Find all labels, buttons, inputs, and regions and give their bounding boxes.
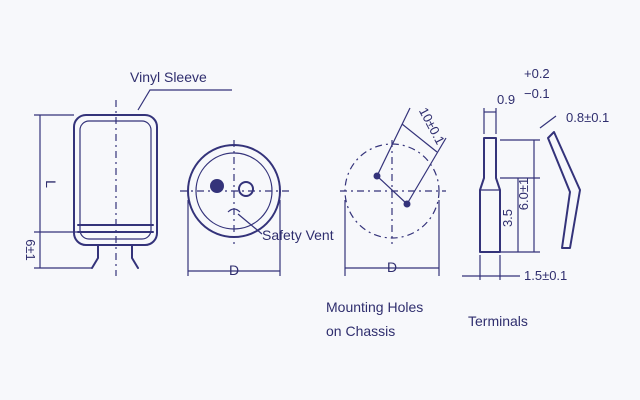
hole-spacing-label: 10±0.1 (416, 105, 448, 147)
terminal-width-label: 0.9 (497, 92, 515, 107)
lead-spacing-label: 6±1 (23, 239, 38, 261)
mounting-label-line2: on Chassis (326, 323, 395, 339)
t-leader (539, 115, 557, 129)
hole-ext-1 (376, 107, 411, 177)
mounting-label-line1: Mounting Holes (326, 299, 423, 315)
terminal-base-label: 1.5±0.1 (524, 268, 567, 283)
terminals-view: 0.9 +0.2 −0.1 0.8±0.1 6.0±1 3.5 1.5±0.1 … (462, 66, 609, 329)
terminal-negative-dot (210, 179, 224, 193)
terminal-step-label: 3.5 (500, 209, 515, 227)
safety-vent-label: Safety Vent (262, 227, 334, 243)
terminals-label: Terminals (468, 313, 528, 329)
hole-dim-line (401, 123, 438, 153)
terminal-side (547, 131, 581, 249)
lead-right (131, 244, 139, 269)
vinyl-sleeve-label: Vinyl Sleeve (130, 69, 207, 85)
hole-ext-2 (406, 137, 447, 205)
diameter-front-label: D (229, 262, 239, 278)
terminal-length-label: 6.0±1 (516, 178, 531, 210)
terminal-tol-minus: −0.1 (524, 86, 550, 101)
capacitor-body (73, 114, 158, 246)
terminal-front (479, 137, 501, 253)
length-label: L (43, 180, 59, 188)
hole-connect-line (376, 175, 408, 205)
capacitor-side-view: L 6±1 Vinyl Sleeve (23, 69, 232, 276)
capacitor-end-view: D Safety Vent (180, 140, 334, 278)
vinyl-sleeve-leader (137, 89, 232, 111)
diameter-holes-label: D (387, 259, 397, 275)
mounting-holes-view: 10±0.1 D Mounting Holes on Chassis (326, 105, 448, 339)
terminal-tol-plus: +0.2 (524, 66, 550, 81)
safety-vent-leader (237, 213, 263, 235)
terminal-positive-ring (238, 181, 254, 197)
terminal-thickness-label: 0.8±0.1 (566, 110, 609, 125)
lead-left (91, 244, 99, 269)
